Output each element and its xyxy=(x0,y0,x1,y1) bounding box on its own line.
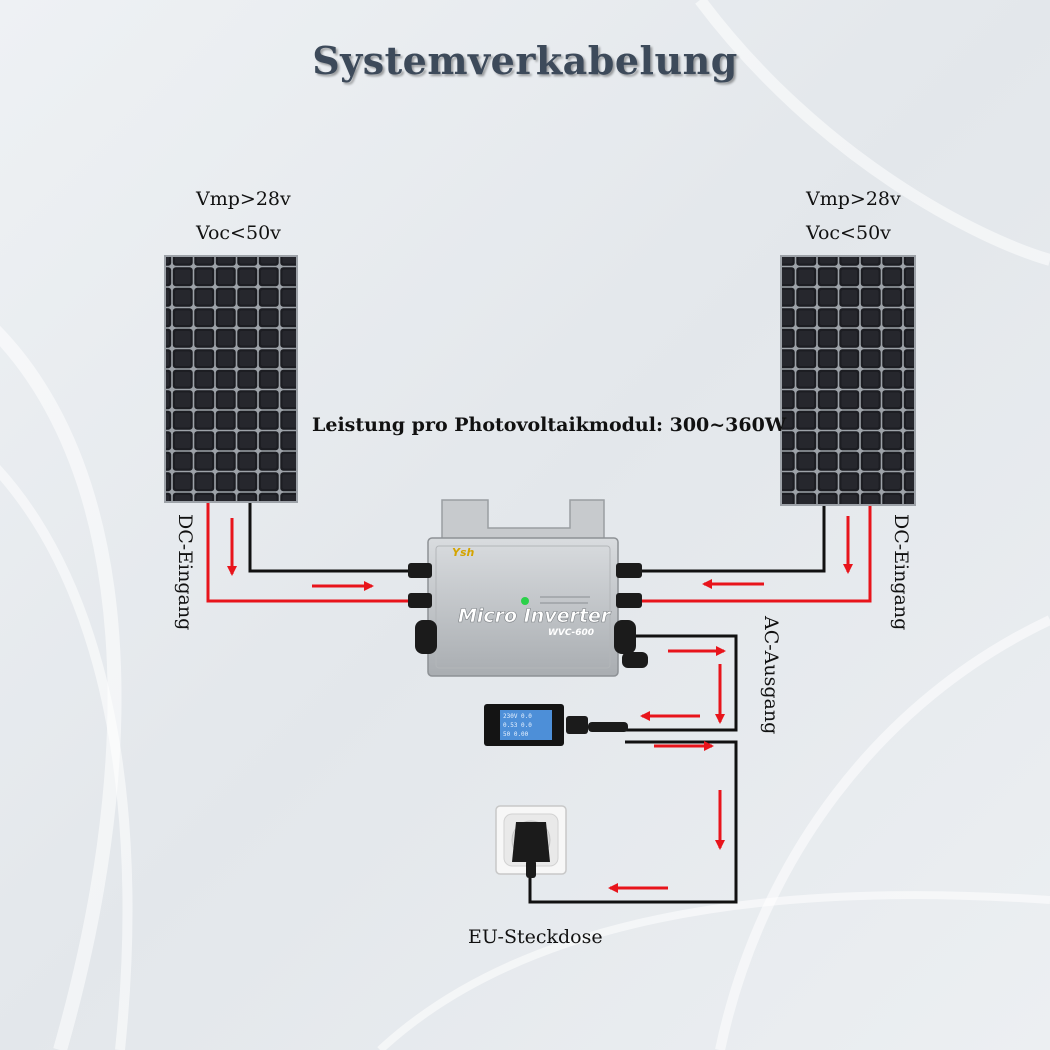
page-title: Systemverkabelung xyxy=(0,38,1050,83)
left-dc-input-label: DC-Eingang xyxy=(174,514,196,630)
right-panel-voc: Voc<50v xyxy=(806,222,891,244)
inverter-name-label: Micro Inverter xyxy=(458,605,612,627)
meter-display-line-3: 50 0.00 xyxy=(503,731,529,738)
inverter-model-label: WVC-600 xyxy=(548,628,594,638)
right-panel-vmp: Vmp>28v xyxy=(806,188,901,210)
right-dc-input-label: DC-Eingang xyxy=(890,514,912,630)
ac-output-label: AC-Ausgang xyxy=(760,616,782,734)
left-panel-vmp: Vmp>28v xyxy=(196,188,291,210)
right-solar-panel xyxy=(780,255,916,506)
inverter-brand-label: Ysh xyxy=(452,546,475,559)
left-panel-voc: Voc<50v xyxy=(196,222,281,244)
meter-display-line-1: 230V 0.0 xyxy=(503,713,532,720)
meter-display-line-2: 0.53 0.0 xyxy=(503,722,532,729)
power-per-module-label: Leistung pro Photovoltaikmodul: 300~360W xyxy=(312,414,786,436)
left-solar-panel xyxy=(164,255,298,503)
eu-socket-label: EU-Steckdose xyxy=(468,926,603,948)
